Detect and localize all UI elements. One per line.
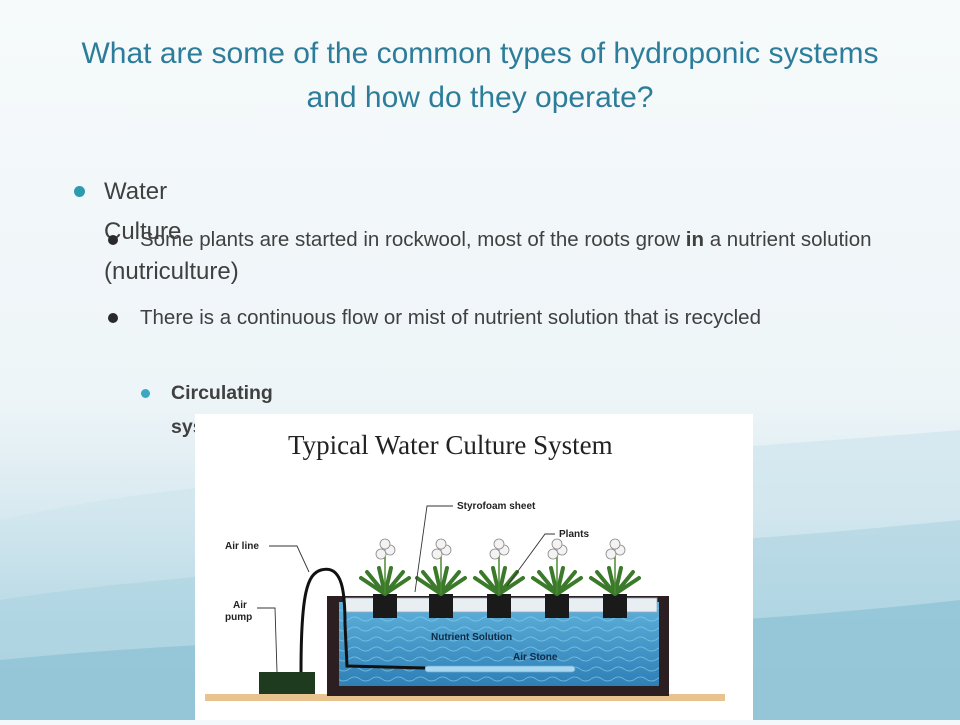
plant (589, 538, 641, 618)
bullet-text-suffix: a nutrient solution (704, 228, 872, 251)
label-styrofoam: Styrofoam sheet (457, 501, 536, 512)
bullet-dot (141, 389, 150, 398)
bullet-text: Water Culture (nutriculture) (104, 178, 239, 285)
bullet-text-prefix: Some plants are started in rockwool, mos… (140, 228, 686, 251)
leader-lines (257, 505, 555, 673)
label-plants: Plants (559, 529, 589, 540)
label-air-stone: Air Stone (513, 652, 558, 663)
air-pump (259, 672, 315, 694)
label-nutrient: Nutrient Solution (431, 632, 512, 643)
label-air-line: Air line (225, 541, 259, 552)
plant (473, 538, 525, 618)
bullet-continuous-flow: There is a continuous flow or mist of nu… (108, 302, 900, 333)
water-culture-diagram: Typical Water Culture System (195, 414, 753, 720)
base-board (205, 694, 725, 701)
bullet-dot (108, 313, 118, 323)
slide-title: What are some of the common types of hyd… (81, 37, 879, 114)
bullet-dot (108, 235, 118, 245)
bullet-dot (74, 186, 85, 197)
plant (359, 538, 411, 618)
bullet-water-culture: Water Culture (nutriculture) (74, 172, 239, 292)
diagram-title: Typical Water Culture System (288, 430, 613, 460)
air-line (299, 567, 426, 673)
label-air-pump-2: pump (225, 612, 252, 623)
bullet-rockwool: Some plants are started in rockwool, mos… (108, 224, 900, 255)
bullet-text: There is a continuous flow or mist of nu… (140, 306, 761, 329)
label-air-pump-1: Air (233, 600, 247, 611)
bullet-text-bold: in (685, 228, 704, 251)
plant (531, 538, 583, 618)
plants-group (359, 538, 641, 618)
plant (415, 538, 467, 618)
air-stone (424, 665, 576, 673)
